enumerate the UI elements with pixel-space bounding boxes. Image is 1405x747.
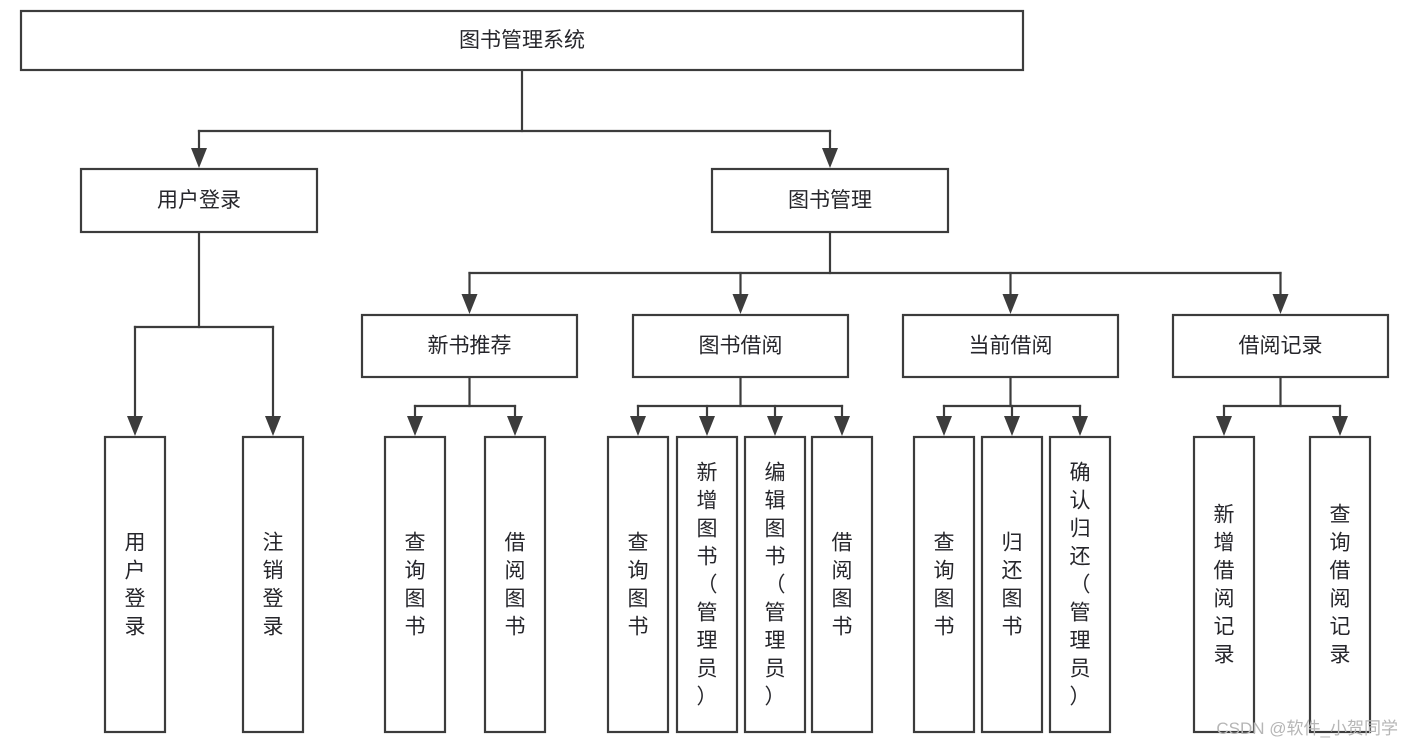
arrow-head-icon (1272, 294, 1289, 314)
node-box (383, 435, 447, 734)
node-current-borrow[interactable]: 当前借阅 (901, 313, 1120, 379)
node-label: 当前借阅 (969, 335, 1053, 358)
arrow-head-icon (1216, 416, 1232, 436)
node-leaf-borrow-book-borrow[interactable]: 借阅图书 (810, 435, 874, 734)
node-leaf-query-book-new[interactable]: 查询图书 (383, 435, 447, 734)
node-leaf-add-borrow-record[interactable]: 新增借阅记录 (1192, 435, 1256, 734)
node-label: 注销登录 (263, 532, 284, 639)
node-label: 新书推荐 (428, 335, 512, 358)
node-root[interactable]: 图书管理系统 (19, 9, 1025, 72)
arrow-head-icon (265, 416, 281, 436)
node-box (743, 435, 807, 734)
node-book-borrow[interactable]: 图书借阅 (631, 313, 850, 379)
node-label: 查询借阅记录 (1330, 504, 1351, 667)
node-label: 查询图书 (934, 532, 955, 639)
node-label: 确认归还（管理员） (1070, 462, 1091, 709)
node-box (1048, 435, 1112, 734)
arrow-head-icon (127, 416, 143, 436)
node-label: 借阅记录 (1239, 335, 1323, 358)
node-box (675, 435, 739, 734)
arrow-head-icon (507, 416, 523, 436)
node-user-login[interactable]: 用户登录 (79, 167, 319, 234)
node-box (1171, 313, 1390, 379)
node-leaf-add-book-admin[interactable]: 新增图书（管理员） (675, 435, 739, 734)
edge-group-current-borrow (936, 375, 1088, 436)
node-box (980, 435, 1044, 734)
arrow-head-icon (699, 416, 715, 436)
arrow-head-icon (191, 148, 207, 168)
arrow-head-icon (732, 294, 749, 314)
node-label: 图书借阅 (699, 335, 783, 358)
node-box (103, 435, 167, 734)
edge-group-new-book-recommend (407, 375, 523, 436)
node-leaf-borrow-book-new[interactable]: 借阅图书 (483, 435, 547, 734)
arrow-head-icon (936, 416, 952, 436)
node-label: 新增借阅记录 (1214, 504, 1235, 667)
node-label: 图书管理 (788, 189, 872, 212)
node-box (19, 9, 1025, 72)
node-box (1192, 435, 1256, 734)
edge-group-book-manage (461, 230, 1289, 314)
node-box (810, 435, 874, 734)
node-label: 归还图书 (1002, 532, 1023, 639)
csdn-watermark: CSDN @软件_小贺同学 (1216, 719, 1398, 738)
node-leaf-query-borrow-record[interactable]: 查询借阅记录 (1308, 435, 1372, 734)
arrow-head-icon (407, 416, 423, 436)
node-borrow-record[interactable]: 借阅记录 (1171, 313, 1390, 379)
node-leaf-confirm-return-admin[interactable]: 确认归还（管理员） (1048, 435, 1112, 734)
edge-group-root (191, 68, 838, 168)
arrow-head-icon (822, 148, 838, 168)
arrow-head-icon (630, 416, 646, 436)
node-label: 新增图书（管理员） (697, 462, 718, 709)
node-box (79, 167, 319, 234)
node-new-book-recommend[interactable]: 新书推荐 (360, 313, 579, 379)
arrow-head-icon (767, 416, 783, 436)
node-leaf-logout[interactable]: 注销登录 (241, 435, 305, 734)
node-layer: 图书管理系统用户登录图书管理新书推荐图书借阅当前借阅借阅记录用户登录注销登录查询… (19, 9, 1390, 734)
node-book-manage[interactable]: 图书管理 (710, 167, 950, 234)
node-box (1308, 435, 1372, 734)
arrow-head-icon (1072, 416, 1088, 436)
node-leaf-query-book-borrow[interactable]: 查询图书 (606, 435, 670, 734)
node-leaf-query-book-current[interactable]: 查询图书 (912, 435, 976, 734)
node-box (631, 313, 850, 379)
node-box (901, 313, 1120, 379)
edge-group-borrow-record (1216, 375, 1348, 436)
arrow-head-icon (1004, 416, 1020, 436)
arrow-head-icon (461, 294, 478, 314)
arrow-head-icon (1332, 416, 1348, 436)
node-box (710, 167, 950, 234)
node-box (241, 435, 305, 734)
node-label: 编辑图书（管理员） (765, 462, 786, 709)
edge-group-user-login (127, 230, 281, 436)
node-label: 查询图书 (405, 532, 426, 639)
arrow-head-icon (834, 416, 850, 436)
node-label: 图书管理系统 (459, 29, 585, 52)
node-box (360, 313, 579, 379)
node-label: 用户登录 (157, 189, 241, 212)
node-label: 借阅图书 (832, 532, 853, 639)
node-leaf-return-book[interactable]: 归还图书 (980, 435, 1044, 734)
arrow-head-icon (1002, 294, 1019, 314)
node-box (606, 435, 670, 734)
node-box (483, 435, 547, 734)
node-label: 用户登录 (125, 532, 146, 639)
node-box (912, 435, 976, 734)
node-label: 借阅图书 (505, 532, 526, 639)
edge-group-book-borrow (630, 375, 850, 436)
node-label: 查询图书 (628, 532, 649, 639)
node-leaf-edit-book-admin[interactable]: 编辑图书（管理员） (743, 435, 807, 734)
connector-layer (127, 68, 1348, 436)
node-leaf-user-login[interactable]: 用户登录 (103, 435, 167, 734)
